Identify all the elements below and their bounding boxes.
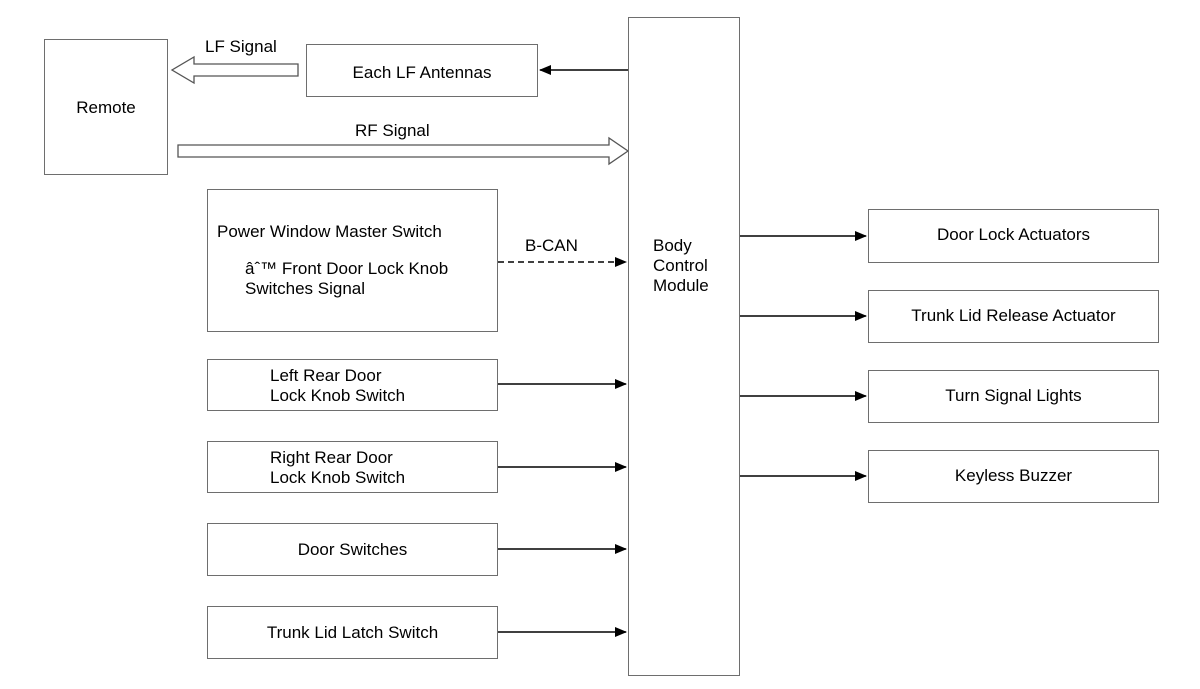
- keyless-buzzer-label: Keyless Buzzer: [954, 466, 1073, 485]
- trunk-lid-latch-switch-label: Trunk Lid Latch Switch: [266, 623, 439, 642]
- power-window-master-switch-title: Power Window Master Switch: [217, 222, 442, 241]
- bcm-label-line1: Body: [653, 236, 692, 255]
- power-window-master-switch-line2: Switches Signal: [245, 279, 366, 298]
- lf-antennas-block: [306, 44, 538, 97]
- trunk-lid-latch-switch-block: [207, 606, 498, 659]
- turn-signal-lights-label: Turn Signal Lights: [945, 386, 1082, 405]
- door-switches-block: [207, 523, 498, 576]
- left-rear-label-line1: Left Rear Door: [270, 366, 382, 385]
- door-lock-actuators-block: [868, 209, 1159, 263]
- rf-signal-arrow: [177, 136, 630, 166]
- lf-signal-label: LF Signal: [205, 37, 277, 56]
- power-window-master-switch-line1: âˆ™ Front Door Lock Knob: [245, 259, 449, 278]
- left-rear-label-line2: Lock Knob Switch: [270, 386, 406, 405]
- keyless-buzzer-block: [868, 450, 1159, 503]
- bcm-label-line2: Control: [653, 256, 708, 275]
- rf-signal-label: RF Signal: [355, 121, 430, 140]
- bcan-label: B-CAN: [525, 236, 578, 255]
- remote-block: [44, 39, 168, 175]
- body-control-module-block: [628, 17, 740, 676]
- lf-antennas-label: Each LF Antennas: [352, 63, 492, 82]
- door-switches-label: Door Switches: [297, 540, 408, 559]
- lf-signal-arrow: [170, 55, 299, 85]
- right-rear-label-line2: Lock Knob Switch: [270, 468, 406, 487]
- power-window-master-switch-block: [207, 189, 498, 332]
- left-rear-door-lock-knob-switch-block: [207, 359, 498, 411]
- right-rear-label-line1: Right Rear Door: [270, 448, 393, 467]
- right-rear-door-lock-knob-switch-block: [207, 441, 498, 493]
- remote-label: Remote: [76, 98, 136, 117]
- bcm-label-line3: Module: [653, 276, 709, 295]
- trunk-lid-release-actuator-block: [868, 290, 1159, 343]
- door-lock-actuators-label: Door Lock Actuators: [936, 225, 1091, 244]
- turn-signal-lights-block: [868, 370, 1159, 423]
- trunk-lid-release-actuator-label: Trunk Lid Release Actuator: [911, 306, 1116, 325]
